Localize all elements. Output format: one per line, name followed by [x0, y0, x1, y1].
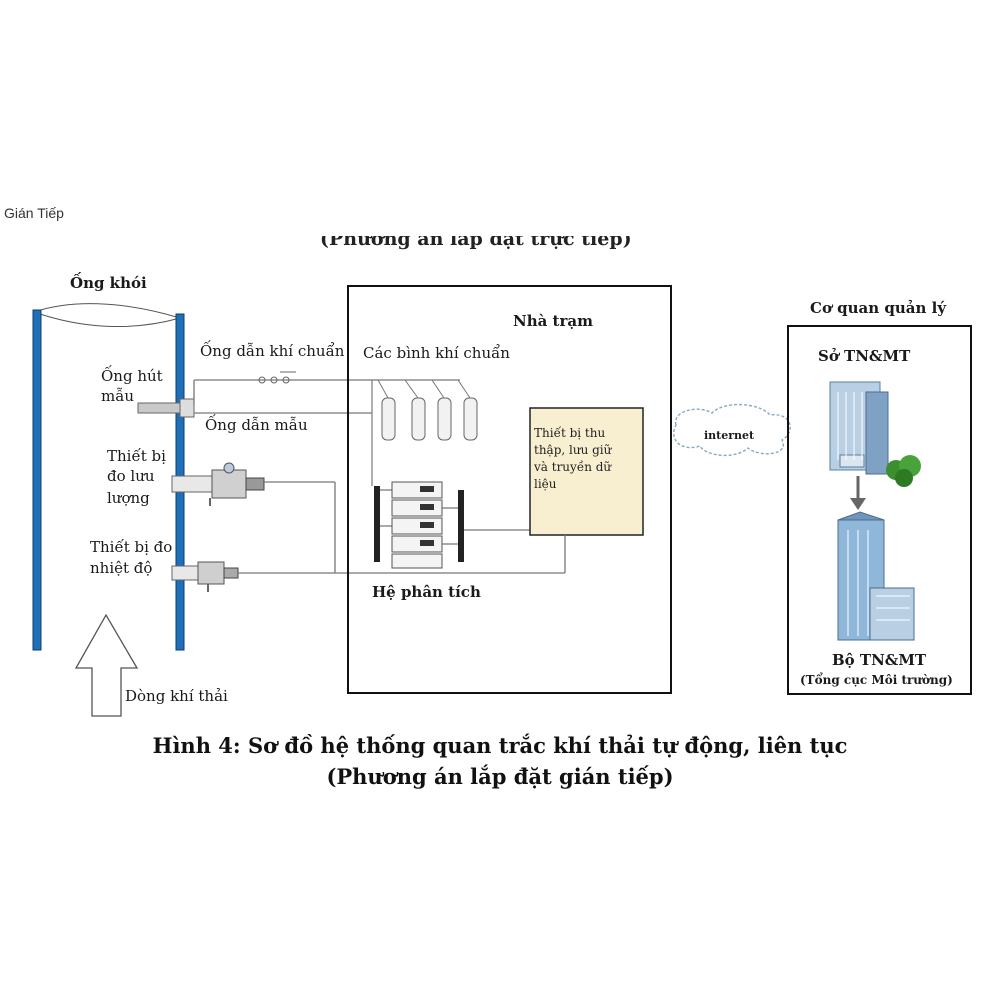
- ministry-label: Bộ TN&MT: [832, 651, 927, 669]
- probe-label-line2: mẫu: [101, 387, 135, 405]
- flow-meter-label-line3: lượng: [107, 489, 150, 507]
- arrow-down-icon: [850, 476, 866, 510]
- internet-label: internet: [704, 429, 755, 442]
- data-logger-label: Thiết bị thu thập, lưu giữ và truyền dữ …: [534, 425, 634, 493]
- cutoff-heading-text: (Phương án lắp đặt trực tiếp): [320, 236, 632, 250]
- sampling-probe-icon: [137, 379, 372, 418]
- flow-meter-icon: [171, 462, 336, 573]
- chimney-label: Ống khói: [70, 274, 147, 292]
- flue-gas-label: Dòng khí thải: [125, 687, 228, 705]
- tree-icon: [886, 455, 921, 487]
- analyzer-rack-icon: [374, 481, 530, 569]
- data-logger-label-line1: Thiết bị thu: [534, 426, 606, 440]
- page-tag: Gián Tiếp: [4, 205, 64, 221]
- general-department-label: (Tổng cục Môi trường): [800, 673, 953, 687]
- building-icon: [837, 511, 915, 641]
- probe-label-line1: Ống hút: [101, 367, 163, 385]
- figure-caption-line2: (Phương án lắp đặt gián tiếp): [326, 764, 674, 789]
- flow-meter-label-line1: Thiết bị: [107, 447, 166, 465]
- analyzer-label: Hệ phân tích: [372, 583, 481, 601]
- sample-line-label: Ống dẫn mẫu: [205, 416, 308, 434]
- data-logger-label-line2: thập, lưu giữ: [534, 443, 612, 457]
- gas-cylinder-icon: [371, 379, 478, 486]
- temperature-label-line1: Thiết bị đo: [90, 538, 173, 556]
- data-logger-label-line4: liệu: [534, 477, 557, 491]
- agency-box: [787, 325, 972, 695]
- standard-gas-line-label: Ống dẫn khí chuẩn: [200, 342, 345, 360]
- provincial-department-label: Sở TN&MT: [818, 347, 911, 365]
- arrow-up-icon: [74, 613, 139, 717]
- gas-cylinders-label: Các bình khí chuẩn: [363, 344, 510, 362]
- station-house-label: Nhà trạm: [513, 312, 593, 330]
- cutoff-heading: (Phương án lắp đặt trực tiếp): [320, 236, 690, 256]
- flow-meter-label-line2: đo lưu: [107, 467, 155, 485]
- figure-caption-line1: Hình 4: Sơ đồ hệ thống quan trắc khí thả…: [152, 733, 848, 758]
- valve-icon: [258, 371, 296, 384]
- agency-label: Cơ quan quản lý: [810, 299, 947, 317]
- cloud-icon: [673, 403, 791, 456]
- data-logger-label-line3: và truyền dữ: [534, 460, 612, 474]
- data-logger-box: [529, 407, 644, 536]
- temperature-sensor-icon: [171, 561, 565, 592]
- temperature-label-line2: nhiệt độ: [90, 559, 153, 577]
- station-house-box: [347, 285, 672, 694]
- building-icon: [829, 381, 889, 475]
